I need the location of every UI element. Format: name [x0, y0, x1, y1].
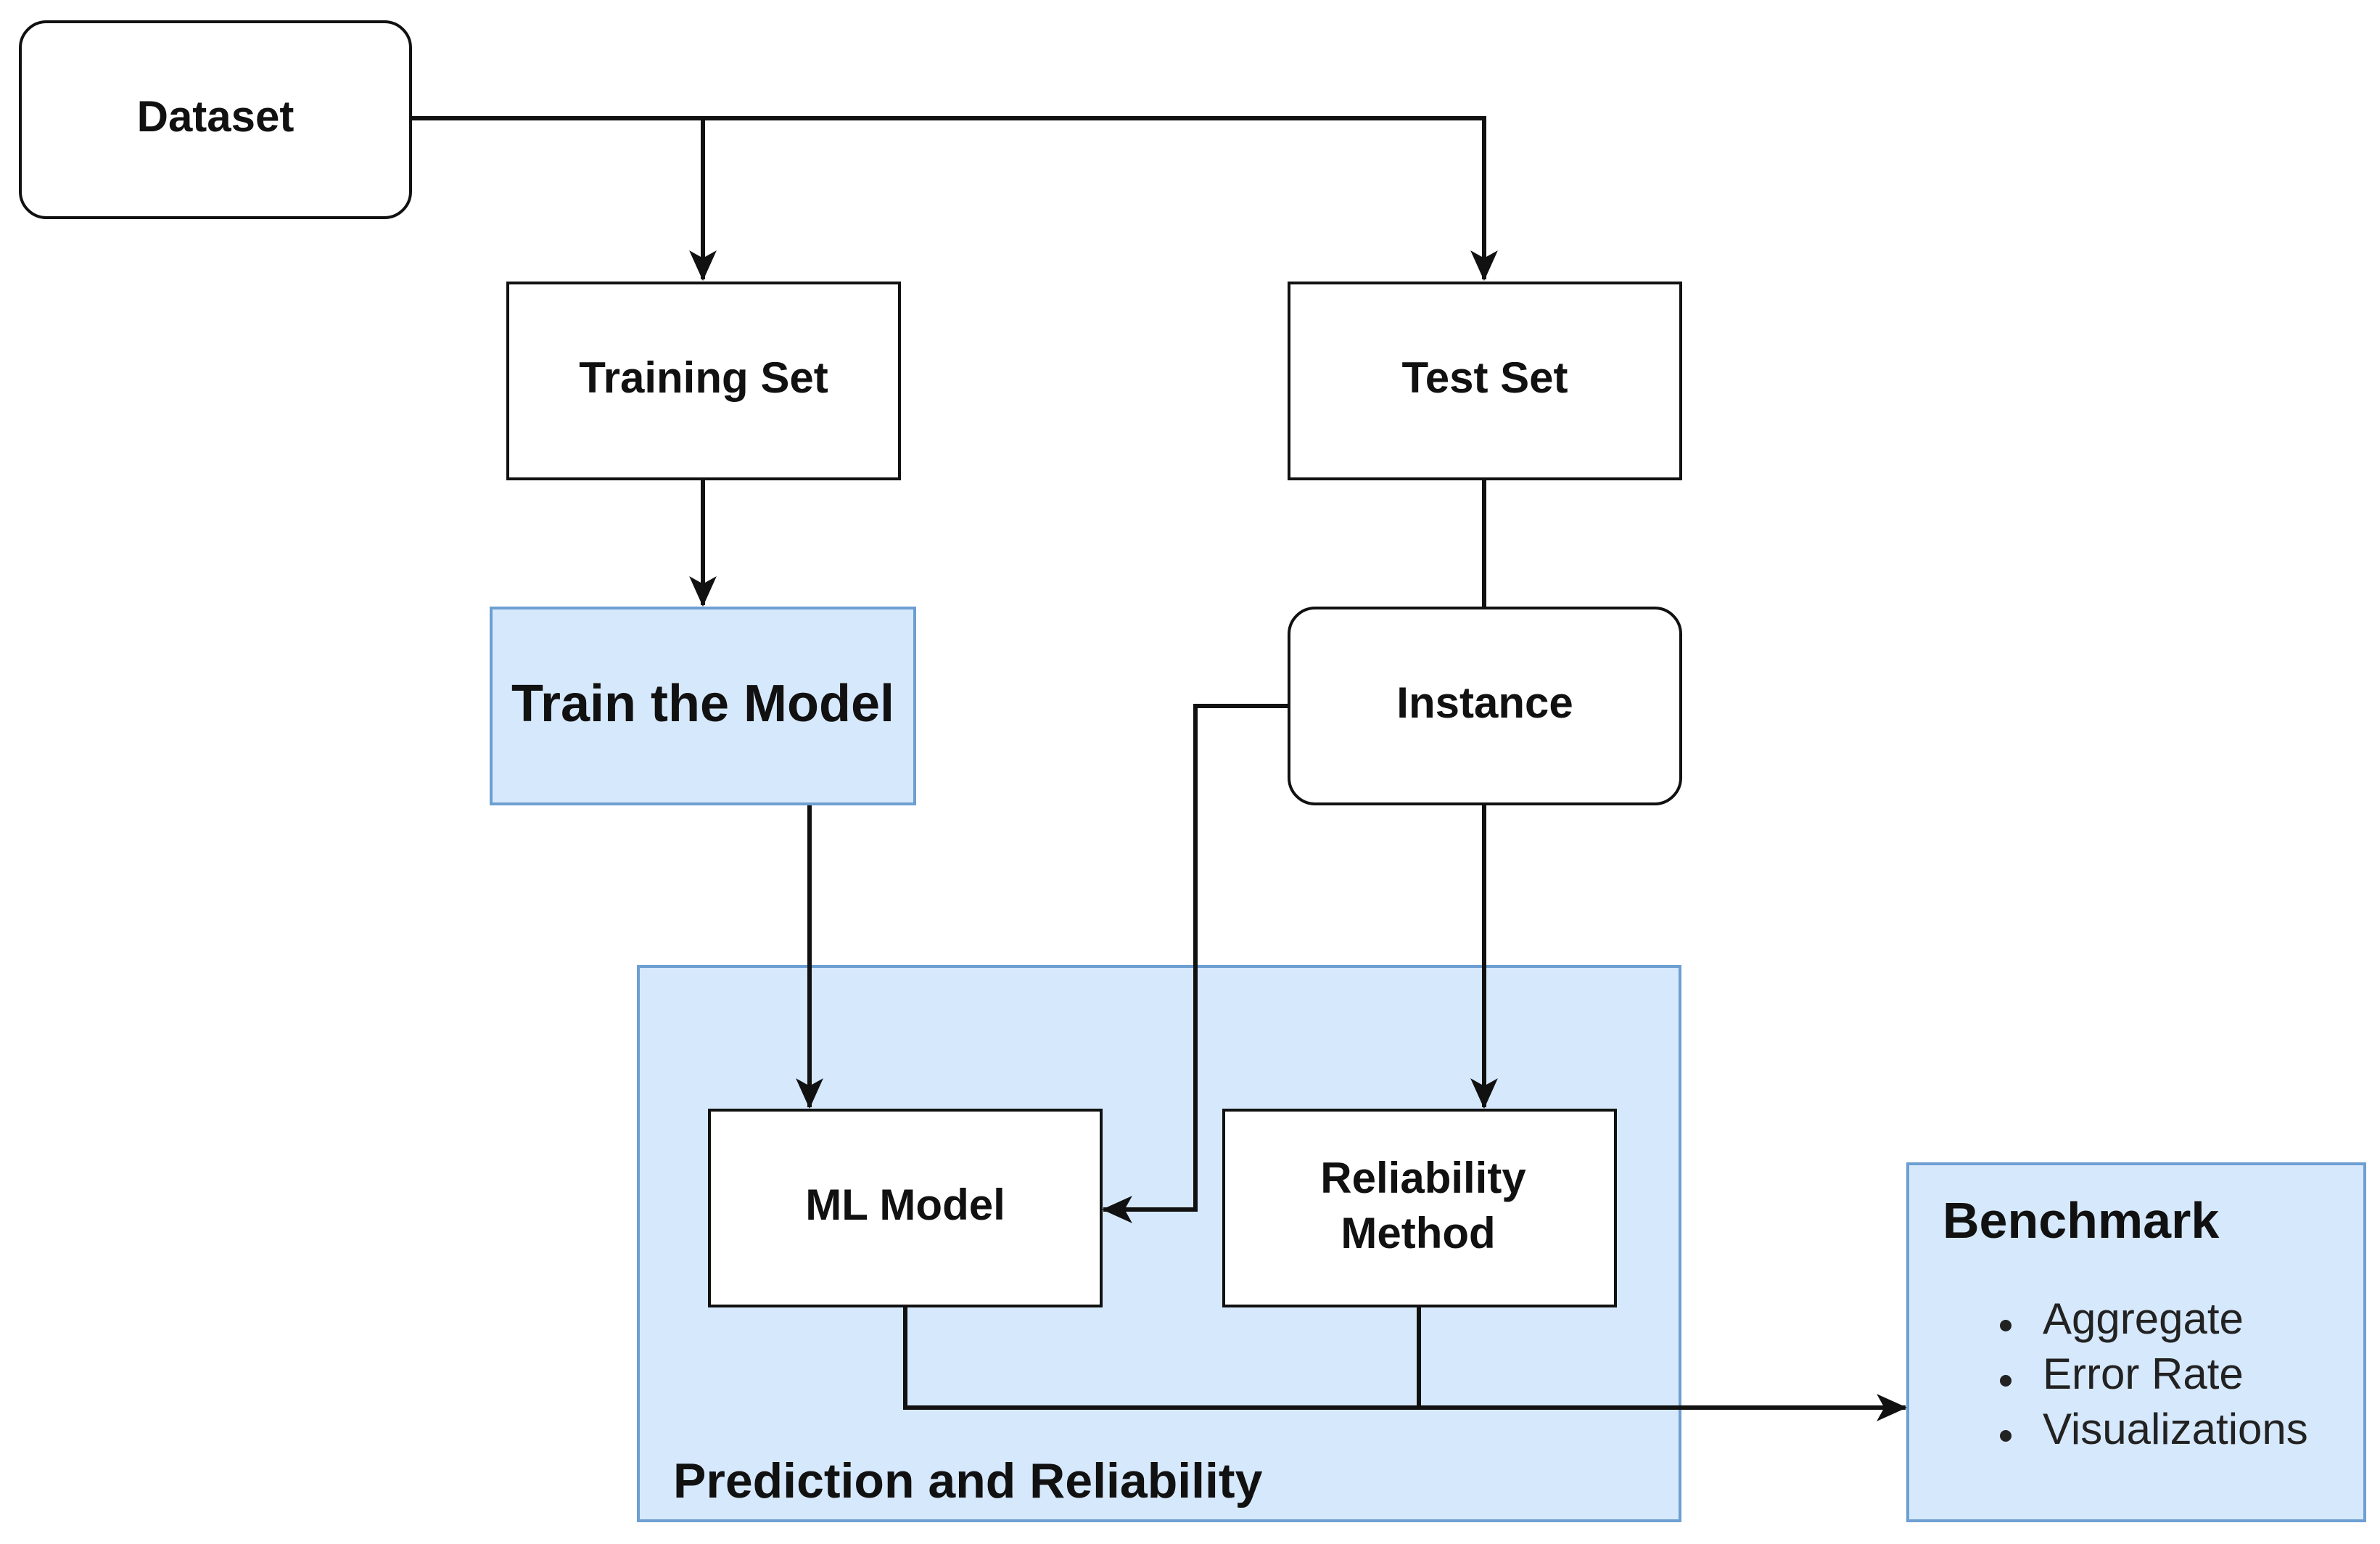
ml-model-node: [708, 1109, 1103, 1307]
bullet-icon: [2000, 1430, 2012, 1442]
reliability-method-node: [1222, 1109, 1617, 1307]
train-model-node: [490, 607, 916, 805]
benchmark-item-error-rate: Error Rate: [2043, 1350, 2244, 1398]
train-model-label: Train the Model: [511, 675, 894, 733]
bullet-icon: [2000, 1320, 2012, 1331]
arrow-dataset-to-training: [411, 116, 717, 282]
dataset-label: Dataset: [137, 92, 295, 141]
reliability-method-label-line1: Reliability: [1320, 1154, 1526, 1202]
benchmark-item-aggregate: Aggregate: [2043, 1294, 2244, 1343]
training-set-label: Training Set: [579, 353, 828, 402]
benchmark-title: Benchmark: [1943, 1192, 2219, 1249]
instance-node: [1288, 607, 1682, 805]
benchmark-item-visualizations: Visualizations: [2043, 1405, 2308, 1453]
arrow-instance-to-mlmodel: [1101, 704, 1288, 1223]
instance-label: Instance: [1396, 678, 1573, 727]
connectors: [411, 116, 1908, 1421]
test-set-node: [1288, 282, 1682, 480]
test-set-label: Test Set: [1402, 353, 1568, 402]
arrow-mlmodel-to-benchmark: [903, 1306, 1908, 1421]
benchmark-box: [1906, 1162, 2366, 1522]
ml-model-label: ML Model: [805, 1180, 1005, 1229]
training-set-node: [506, 282, 901, 480]
arrow-dataset-to-test: [703, 116, 1498, 282]
reliability-method-label-line2: Method: [1341, 1209, 1495, 1257]
prediction-reliability-label: Prediction and Reliability: [673, 1453, 1263, 1508]
dataset-node: [19, 20, 412, 219]
bullet-icon: [2000, 1375, 2012, 1387]
